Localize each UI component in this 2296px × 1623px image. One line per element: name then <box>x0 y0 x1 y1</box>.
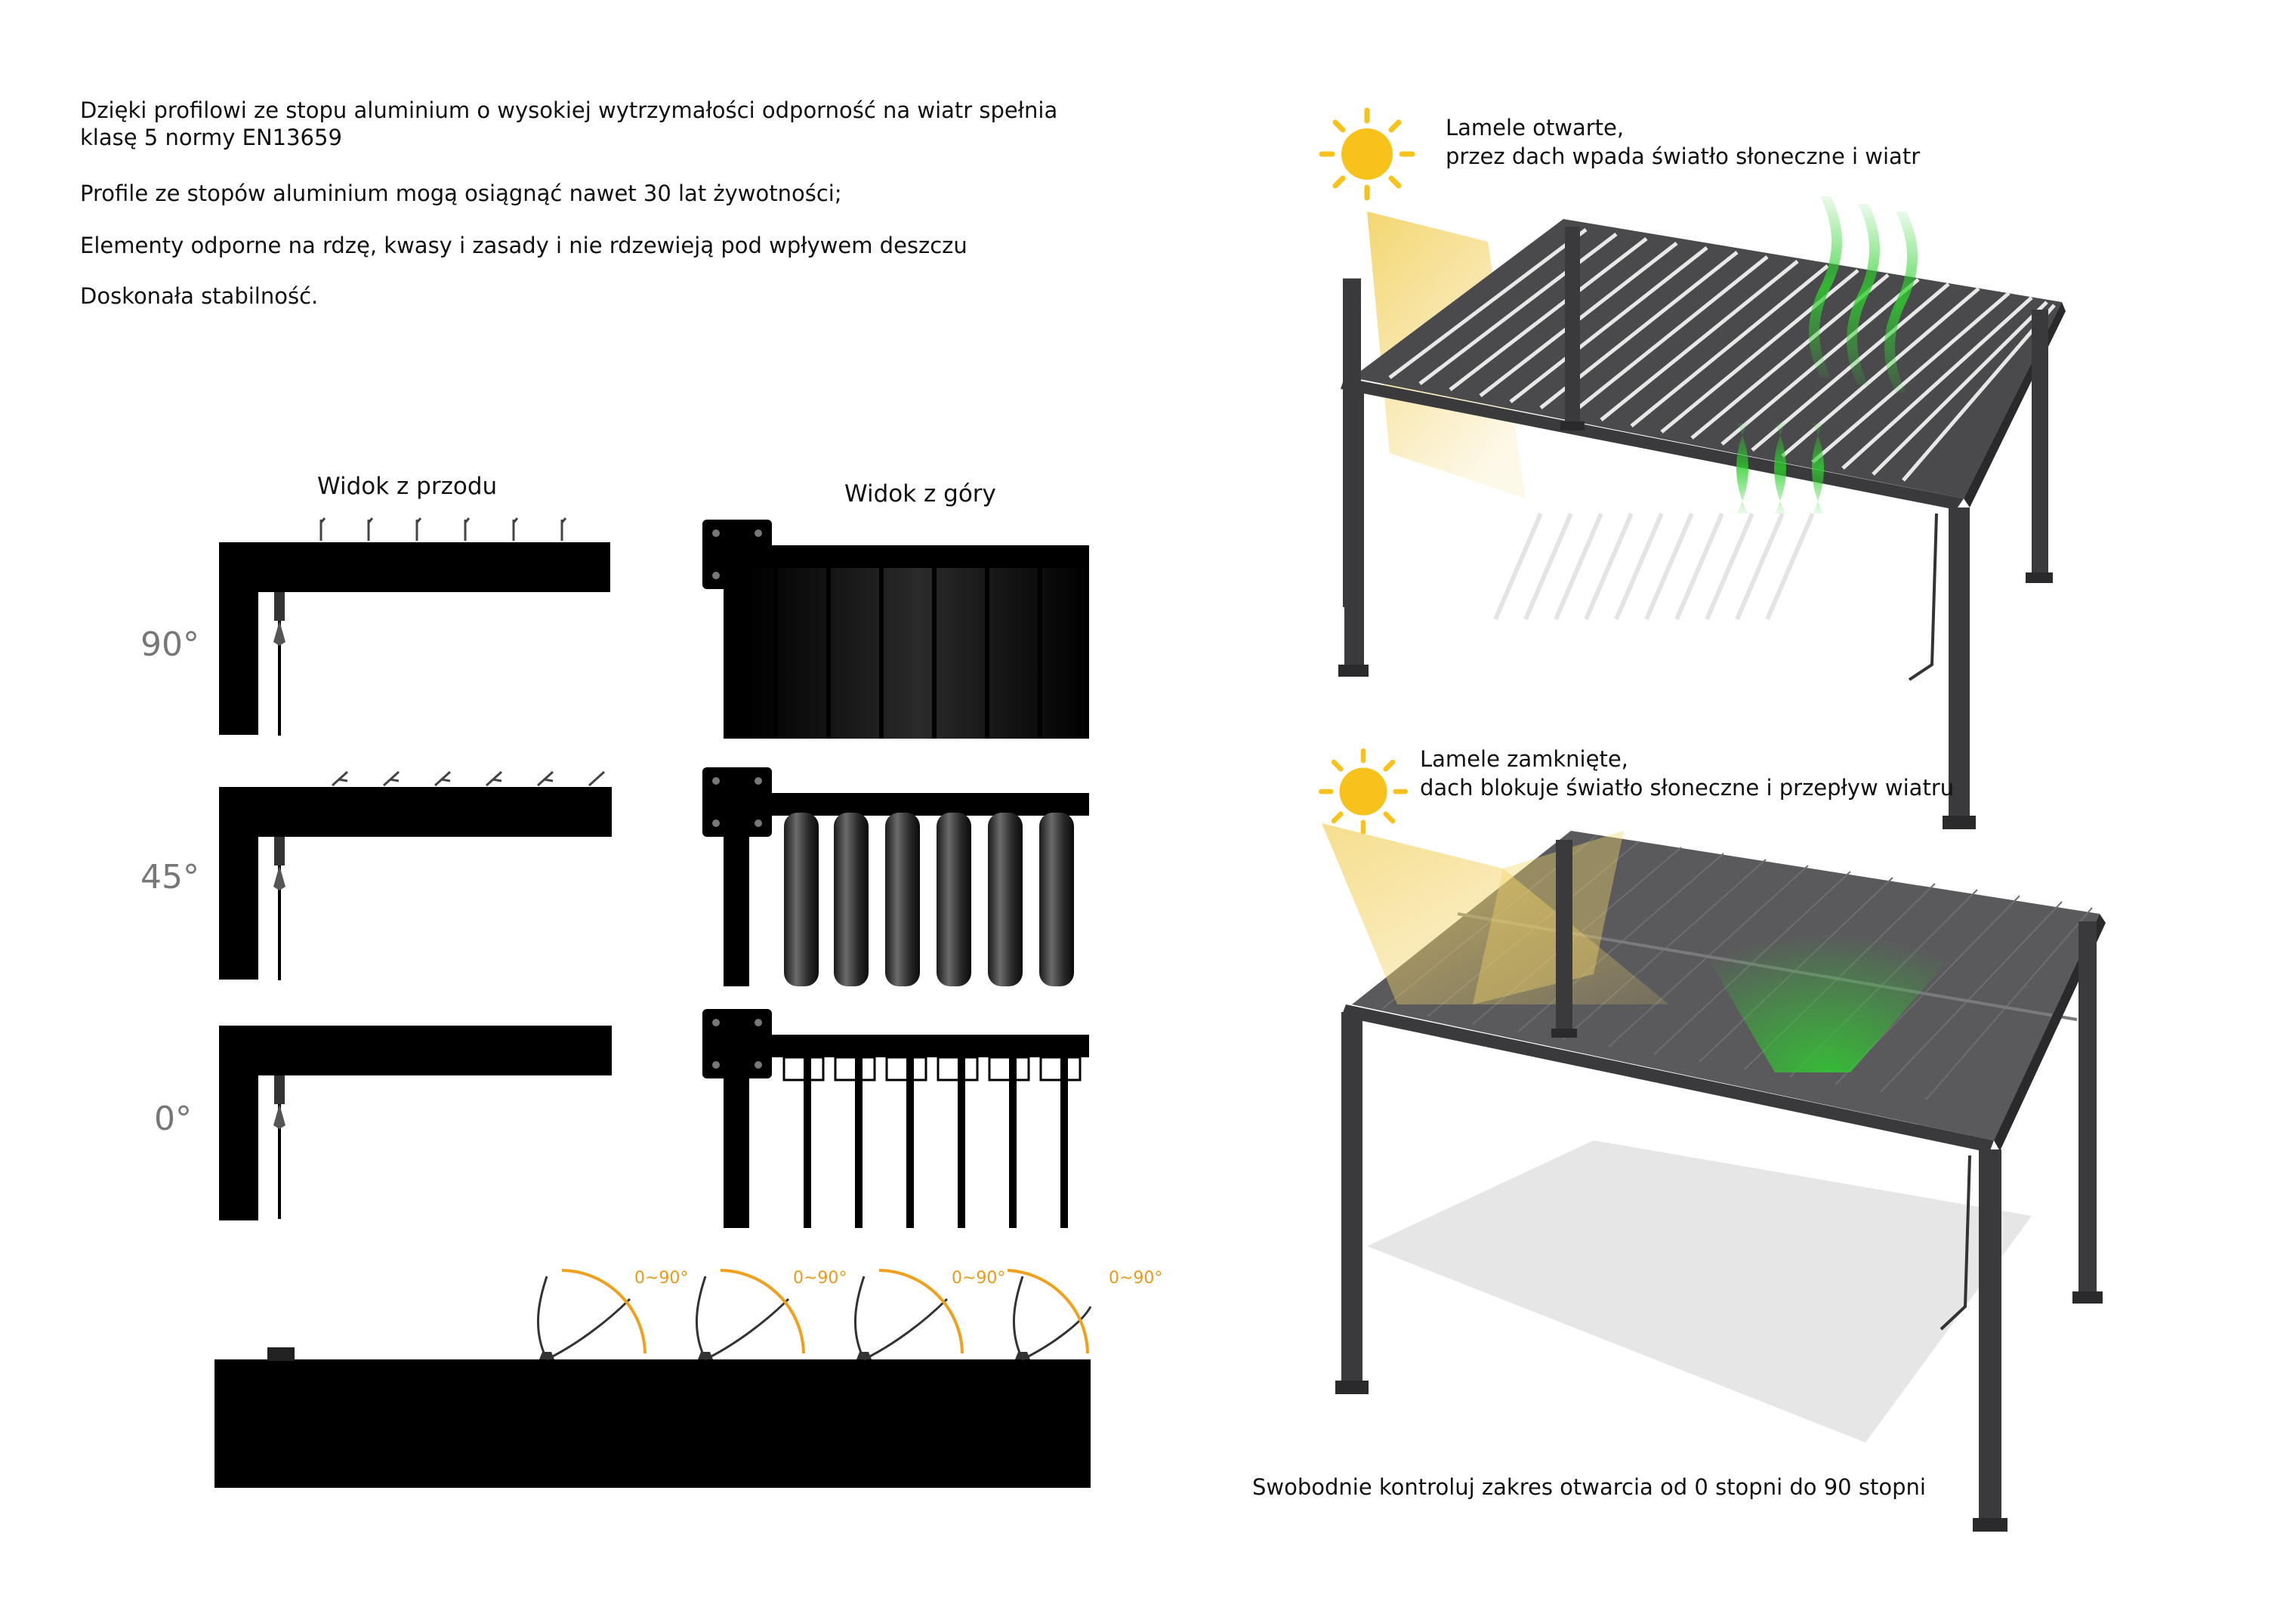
rotation-label-1: 0~90° <box>634 1269 689 1288</box>
rotation-label-4: 0~90° <box>1109 1269 1163 1288</box>
closed-caption-line-2: dach blokuje światło słoneczne i przepły… <box>1420 775 1955 801</box>
top-view-title: Widok z góry <box>844 480 996 508</box>
front-view-0 <box>219 1026 612 1220</box>
front-view-45 <box>219 770 612 980</box>
top-view-0 <box>702 1009 1089 1228</box>
intro-line-3: Elementy odporne na rdzę, kwasy i zasady… <box>80 233 967 258</box>
open-caption: Lamele otwarte, przez dach wpada światło… <box>1446 113 1920 171</box>
intro-line-2: Profile ze stopów aluminium mogą osiągną… <box>80 181 842 206</box>
top-view-45 <box>702 767 1089 986</box>
rotation-label-3: 0~90° <box>952 1269 1006 1288</box>
angle-label-45: 45° <box>140 858 199 896</box>
front-view-90 <box>219 517 610 736</box>
angle-label-90: 90° <box>140 625 199 664</box>
footer-caption: Swobodnie kontroluj zakres otwarcia od 0… <box>1252 1474 1926 1500</box>
intro-line-1: Dzięki profilowi ze stopu aluminium o wy… <box>80 97 1058 150</box>
top-view-90 <box>702 520 1089 739</box>
pergola-closed <box>1322 823 2106 1532</box>
closed-caption-line-1: Lamele zamknięte, <box>1420 746 1628 772</box>
angle-label-0: 0° <box>154 1100 192 1138</box>
rotation-diagram <box>214 1269 1092 1488</box>
sun-icon <box>1319 748 1408 835</box>
sun-icon <box>1319 107 1415 201</box>
pergola-open <box>1338 196 2066 829</box>
rotation-label-2: 0~90° <box>793 1269 847 1288</box>
intro-line-4: Doskonała stabilność. <box>80 283 319 309</box>
closed-caption: Lamele zamknięte, dach blokuje światło s… <box>1420 745 1954 802</box>
open-caption-line-2: przez dach wpada światło słoneczne i wia… <box>1446 143 1921 169</box>
open-caption-line-1: Lamele otwarte, <box>1446 115 1625 140</box>
front-view-title: Widok z przodu <box>317 473 498 500</box>
